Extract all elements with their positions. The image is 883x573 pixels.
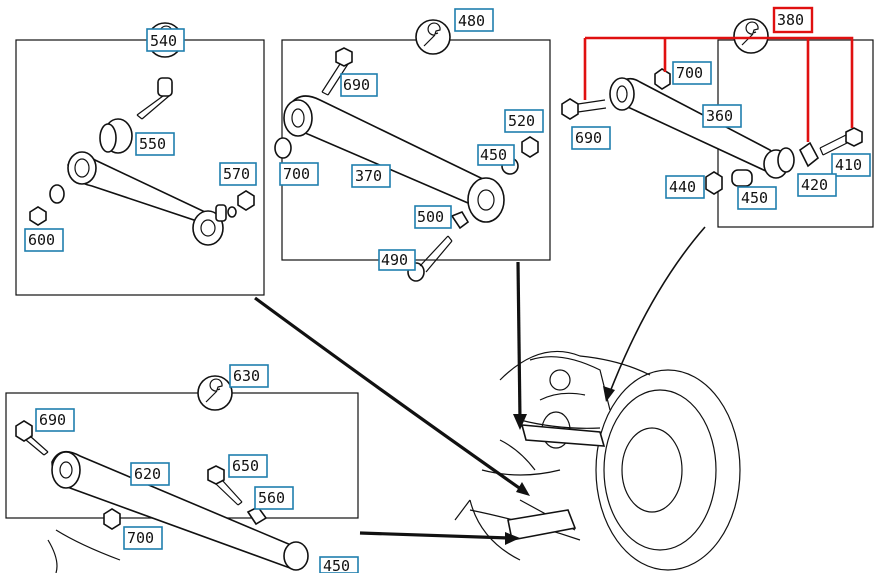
callout-380[interactable]: 380: [772, 6, 814, 34]
nut: [274, 137, 292, 159]
bolt: [819, 127, 863, 156]
svg-text:520: 520: [508, 112, 535, 130]
callout-690-bottom[interactable]: 690: [35, 408, 75, 432]
leader-arrow: [359, 531, 511, 540]
callout-490[interactable]: 490: [378, 249, 416, 271]
svg-text:690: 690: [39, 411, 66, 429]
callout-440[interactable]: 440: [665, 175, 705, 199]
washer: [227, 206, 237, 218]
wrench-icon: [415, 19, 451, 55]
svg-text:380: 380: [777, 11, 804, 29]
svg-text:370: 370: [355, 167, 382, 185]
bolt: [321, 47, 353, 96]
svg-text:570: 570: [223, 165, 250, 183]
callout-420[interactable]: 420: [797, 173, 837, 197]
panel-630-parts: [15, 420, 309, 571]
body-outline: [47, 529, 121, 573]
washer: [450, 211, 470, 230]
washer: [49, 184, 65, 204]
svg-text:700: 700: [127, 529, 154, 547]
control-arm: [51, 450, 309, 571]
svg-text:410: 410: [835, 156, 862, 174]
bolt: [407, 235, 453, 282]
bolt: [561, 98, 607, 120]
highlight-bracket: [583, 36, 854, 142]
callout-480[interactable]: 480: [454, 8, 494, 32]
callout-700-mid[interactable]: 700: [279, 162, 319, 186]
callout-700-bottom[interactable]: 700: [123, 526, 163, 550]
callout-360[interactable]: 360: [702, 104, 742, 128]
panel-540-frame: [15, 39, 265, 296]
svg-text:560: 560: [258, 489, 285, 507]
washer: [798, 141, 820, 168]
nut: [29, 206, 47, 226]
panel-380-parts: [561, 68, 863, 195]
callout-560[interactable]: 560: [254, 486, 294, 510]
bolt: [207, 465, 243, 506]
svg-text:450: 450: [741, 189, 768, 207]
svg-text:450: 450: [323, 557, 350, 573]
callout-370[interactable]: 370: [351, 164, 391, 188]
leader-arrow: [254, 296, 526, 494]
panel-540-parts: [29, 77, 255, 246]
svg-text:620: 620: [134, 465, 161, 483]
wheel-hub-assembly: [454, 350, 741, 571]
svg-text:550: 550: [139, 135, 166, 153]
svg-text:440: 440: [669, 178, 696, 196]
nut: [103, 508, 121, 530]
bolt: [136, 77, 173, 120]
svg-text:700: 700: [283, 165, 310, 183]
leader-arrow: [609, 226, 706, 393]
svg-text:540: 540: [150, 32, 177, 50]
svg-text:630: 630: [233, 367, 260, 385]
nut: [521, 136, 539, 158]
svg-text:690: 690: [343, 76, 370, 94]
control-arm: [283, 95, 505, 223]
svg-text:480: 480: [458, 12, 485, 30]
callout-500[interactable]: 500: [414, 205, 452, 229]
svg-text:420: 420: [801, 176, 828, 194]
callout-600[interactable]: 600: [24, 228, 64, 252]
callout-630[interactable]: 630: [229, 364, 269, 388]
wrench-icon: [733, 18, 769, 54]
rubber-bushing: [99, 118, 133, 154]
svg-text:450: 450: [480, 146, 507, 164]
bushing-sleeve: [731, 169, 753, 187]
callout-570[interactable]: 570: [219, 162, 257, 186]
callout-450-right[interactable]: 450: [737, 186, 777, 210]
callout-520[interactable]: 520: [504, 109, 544, 133]
callout-450-mid[interactable]: 450: [477, 144, 515, 166]
wrench-icon: [197, 375, 233, 411]
callout-450-bottom[interactable]: 450: [319, 556, 359, 573]
control-arm: [67, 151, 227, 246]
callout-410[interactable]: 410: [831, 153, 871, 177]
nut: [705, 171, 723, 195]
callout-690-right[interactable]: 690: [571, 126, 611, 150]
callout-540[interactable]: 540: [146, 28, 185, 52]
svg-text:690: 690: [575, 129, 602, 147]
nut: [237, 190, 255, 211]
leader-arrowhead: [603, 386, 615, 402]
callout-690-mid[interactable]: 690: [340, 73, 378, 97]
svg-text:600: 600: [28, 231, 55, 249]
bolt: [15, 420, 49, 456]
svg-text:360: 360: [706, 107, 733, 125]
control-arm: [609, 77, 795, 179]
leader-arrowhead: [513, 414, 527, 430]
svg-text:500: 500: [417, 208, 444, 226]
svg-text:650: 650: [232, 457, 259, 475]
nut: [654, 68, 671, 90]
callout-700-right[interactable]: 700: [672, 61, 712, 85]
leader-arrowhead: [505, 532, 520, 545]
callout-620[interactable]: 620: [130, 462, 170, 486]
svg-text:490: 490: [381, 251, 408, 269]
svg-text:700: 700: [676, 64, 703, 82]
leader-arrowhead: [516, 482, 530, 496]
callout-550[interactable]: 550: [135, 132, 175, 156]
callout-650[interactable]: 650: [228, 454, 268, 478]
leader-arrow: [516, 261, 522, 421]
